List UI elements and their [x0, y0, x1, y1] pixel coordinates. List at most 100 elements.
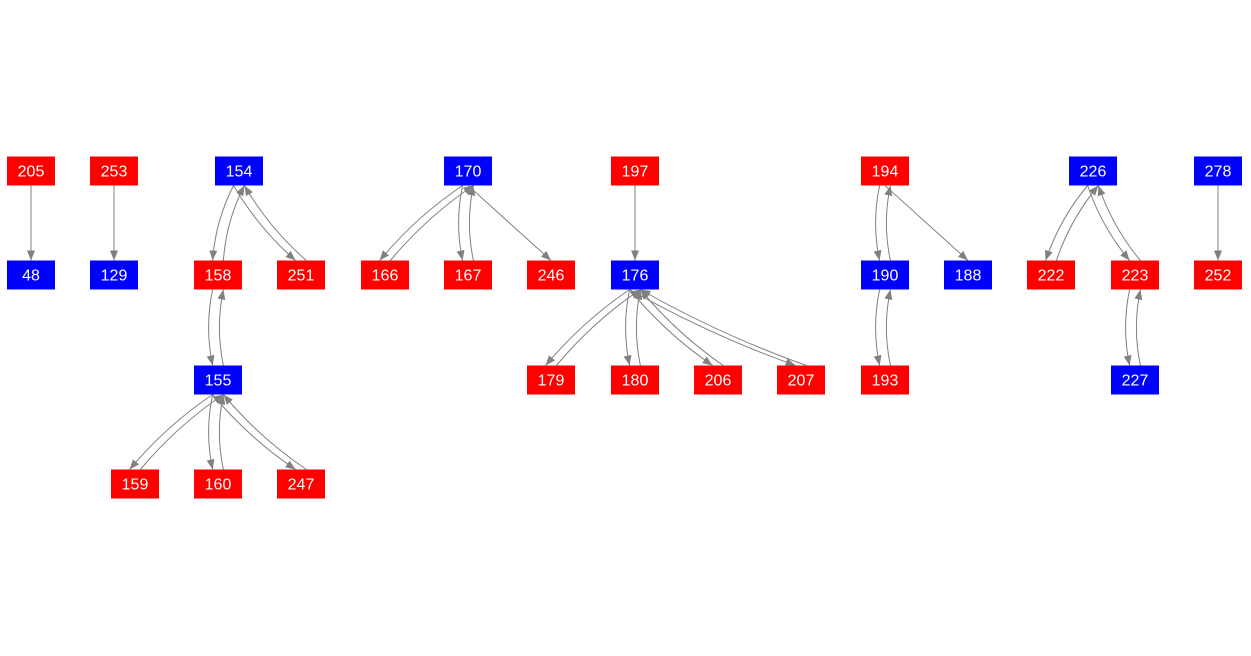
node-188[interactable]: 188 — [944, 260, 992, 290]
edge-226-to-222 — [1045, 185, 1088, 261]
node-48[interactable]: 48 — [7, 260, 55, 290]
edge-155-to-159 — [129, 394, 213, 470]
node-label: 194 — [872, 164, 899, 181]
edge-227-to-223 — [1134, 289, 1143, 366]
edge-179-to-176 — [556, 289, 641, 366]
node-box — [277, 469, 325, 499]
edges-layer — [27, 185, 1222, 470]
node-label: 223 — [1122, 268, 1149, 285]
node-226[interactable]: 226 — [1069, 156, 1117, 186]
edge-180-to-176 — [634, 289, 643, 366]
node-176[interactable]: 176 — [611, 260, 659, 290]
node-box — [1111, 260, 1159, 290]
node-155[interactable]: 155 — [194, 365, 242, 395]
edge-154-to-158 — [209, 185, 235, 261]
node-label: 226 — [1080, 164, 1107, 181]
node-194[interactable]: 194 — [861, 156, 909, 186]
edge-176-to-179 — [545, 289, 630, 366]
node-box — [194, 260, 242, 290]
node-box — [194, 365, 242, 395]
edge-207-to-176 — [640, 289, 807, 366]
edge-194-to-188 — [884, 185, 969, 261]
edge-170-to-167 — [456, 185, 465, 261]
node-222[interactable]: 222 — [1027, 260, 1075, 290]
edge-223-to-226 — [1097, 185, 1141, 261]
node-179[interactable]: 179 — [527, 365, 575, 395]
node-170[interactable]: 170 — [444, 156, 492, 186]
node-label: 129 — [101, 268, 128, 285]
node-154[interactable]: 154 — [215, 156, 263, 186]
edge-155-to-247 — [212, 394, 296, 470]
node-box — [7, 156, 55, 186]
edge-159-to-155 — [140, 394, 224, 470]
node-box — [1027, 260, 1075, 290]
node-207[interactable]: 207 — [777, 365, 825, 395]
node-box — [1069, 156, 1117, 186]
node-180[interactable]: 180 — [611, 365, 659, 395]
node-label: 246 — [538, 268, 565, 285]
node-label: 247 — [288, 477, 315, 494]
node-160[interactable]: 160 — [194, 469, 242, 499]
node-box — [527, 260, 575, 290]
node-box — [1111, 365, 1159, 395]
node-label: 48 — [22, 268, 40, 285]
node-label: 167 — [455, 268, 482, 285]
edge-170-to-246 — [467, 185, 552, 261]
node-label: 205 — [18, 164, 45, 181]
edge-158-to-154 — [222, 185, 245, 261]
node-158[interactable]: 158 — [194, 260, 242, 290]
node-166[interactable]: 166 — [361, 260, 409, 290]
node-252[interactable]: 252 — [1194, 260, 1242, 290]
node-box — [611, 365, 659, 395]
node-206[interactable]: 206 — [694, 365, 742, 395]
node-label: 278 — [1205, 164, 1232, 181]
node-label: 155 — [205, 373, 232, 390]
node-193[interactable]: 193 — [861, 365, 909, 395]
node-278[interactable]: 278 — [1194, 156, 1242, 186]
node-box — [861, 365, 909, 395]
node-box — [611, 260, 659, 290]
edge-160-to-155 — [217, 394, 226, 470]
node-box — [944, 260, 992, 290]
edge-167-to-170 — [467, 185, 476, 261]
node-159[interactable]: 159 — [111, 469, 159, 499]
node-label: 159 — [122, 477, 149, 494]
node-227[interactable]: 227 — [1111, 365, 1159, 395]
node-box — [527, 365, 575, 395]
node-box — [7, 260, 55, 290]
node-box — [611, 156, 659, 186]
node-label: 197 — [622, 164, 649, 181]
node-190[interactable]: 190 — [861, 260, 909, 290]
node-box — [194, 469, 242, 499]
node-129[interactable]: 129 — [90, 260, 138, 290]
node-box — [361, 260, 409, 290]
edge-170-to-166 — [379, 185, 463, 261]
node-box — [861, 156, 909, 186]
node-box — [90, 156, 138, 186]
edge-176-to-207 — [629, 289, 796, 366]
edge-176-to-180 — [623, 289, 632, 366]
nodes-layer: 205 48 253 129 154 158 251 155 159 160 247 170 166 16… — [7, 156, 1242, 499]
node-167[interactable]: 167 — [444, 260, 492, 290]
node-246[interactable]: 246 — [527, 260, 575, 290]
node-label: 206 — [705, 373, 732, 390]
node-205[interactable]: 205 — [7, 156, 55, 186]
node-label: 188 — [955, 268, 982, 285]
edge-155-to-158 — [217, 289, 226, 366]
node-box — [111, 469, 159, 499]
node-label: 158 — [205, 268, 232, 285]
node-253[interactable]: 253 — [90, 156, 138, 186]
node-247[interactable]: 247 — [277, 469, 325, 499]
node-223[interactable]: 223 — [1111, 260, 1159, 290]
node-box — [444, 156, 492, 186]
node-box — [777, 365, 825, 395]
node-label: 160 — [205, 477, 232, 494]
node-box — [90, 260, 138, 290]
node-197[interactable]: 197 — [611, 156, 659, 186]
node-label: 180 — [622, 373, 649, 390]
node-box — [861, 260, 909, 290]
node-box — [1194, 156, 1242, 186]
node-251[interactable]: 251 — [277, 260, 325, 290]
node-label: 227 — [1122, 373, 1149, 390]
edge-176-to-206 — [629, 289, 713, 366]
